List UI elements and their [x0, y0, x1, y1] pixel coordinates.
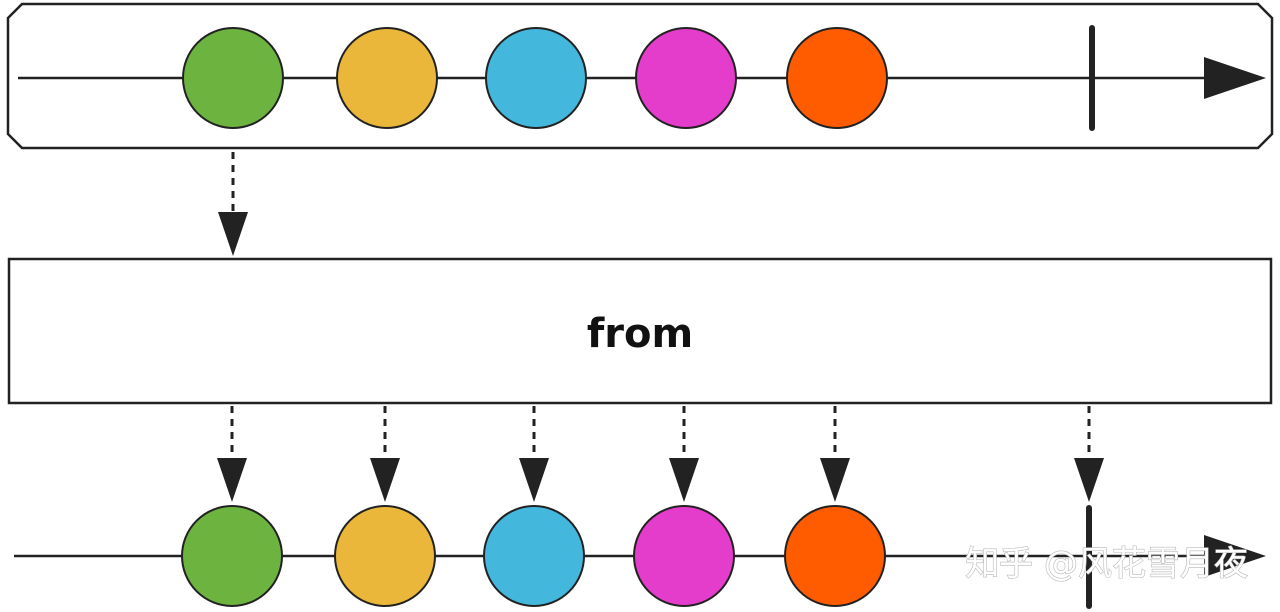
output-arrow-3-head — [519, 458, 549, 502]
input-marbles — [182, 27, 888, 129]
operator-label: from — [587, 311, 693, 357]
input-to-operator-arrow — [218, 152, 248, 256]
input-orange-marble — [786, 27, 888, 129]
input-timeline-arrowhead — [1204, 57, 1266, 99]
output-marbles — [181, 505, 886, 607]
operator-box — [7, 257, 1273, 405]
input-blue-marble — [485, 27, 587, 129]
watermark-text: 知乎 @风花雪月夜 — [965, 544, 1248, 584]
operator-to-output-arrows — [217, 406, 1104, 502]
input-yellow-marble — [336, 27, 438, 129]
output-arrow-4-head — [669, 458, 699, 502]
output-arrow-1-head — [217, 458, 247, 502]
input-arrow-head — [218, 212, 248, 256]
output-green-marble — [181, 505, 283, 607]
output-timeline-arrowhead — [1204, 535, 1266, 577]
input-green-marble — [182, 27, 284, 129]
output-arrow-6-head — [1074, 458, 1104, 502]
output-arrow-5-head — [820, 458, 850, 502]
input-magenta-marble — [635, 27, 737, 129]
output-yellow-marble — [334, 505, 436, 607]
output-magenta-marble — [633, 505, 735, 607]
output-arrow-2-head — [370, 458, 400, 502]
output-blue-marble — [483, 505, 585, 607]
output-orange-marble — [784, 505, 886, 607]
